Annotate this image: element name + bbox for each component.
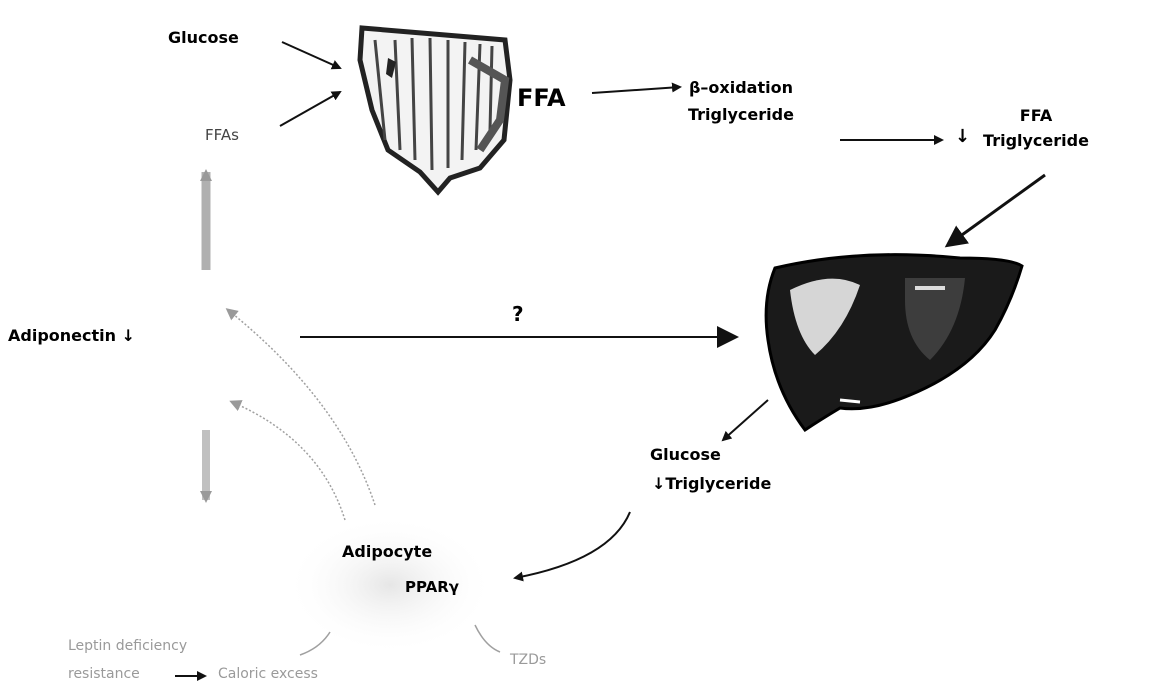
arrow-ffas-to-muscle — [280, 92, 340, 126]
adipocyte-cell — [285, 515, 495, 655]
connector-tzds — [475, 625, 500, 652]
arrow-liver-to-glucose — [723, 400, 768, 440]
label-caloric-excess: Caloric excess — [218, 666, 318, 682]
label-adipocyte: Adipocyte — [342, 542, 432, 561]
label-beta-oxidation: β–oxidation Triglyceride — [688, 74, 794, 128]
arrow-adipocyte-feedback-2 — [232, 402, 345, 520]
label-liver-glucose: Glucose — [650, 445, 721, 464]
arrow-ffa-to-beta-oxidation — [592, 87, 680, 93]
liver-icon — [766, 255, 1022, 430]
label-glucose-top: Glucose — [168, 28, 239, 47]
label-question: ? — [512, 302, 524, 326]
label-resistance: resistance — [68, 666, 140, 682]
decrease-arrow-adiponectin: ↓ — [122, 326, 135, 345]
arrow-glucose-to-muscle — [282, 42, 340, 68]
label-ffa-muscle: FFA — [517, 84, 566, 112]
label-adiponectin: Adiponectin ↓ — [8, 326, 135, 345]
decrease-arrow-liver-output: ↓ — [652, 474, 665, 493]
label-ppar-gamma: PPARγ — [405, 578, 459, 596]
arrow-ffa-to-liver — [948, 175, 1045, 245]
label-leptin-deficiency: Leptin deficiency — [68, 638, 187, 654]
arrow-triglyceride-to-adipocyte — [515, 512, 630, 578]
label-ffas: FFAs — [205, 126, 239, 144]
arrow-adipocyte-feedback-1 — [228, 310, 375, 505]
label-tzds: TZDs — [510, 652, 546, 668]
muscle-organ-icon — [360, 28, 510, 192]
label-liver-triglyceride: ↓Triglyceride — [652, 474, 771, 493]
label-ffa-triglyceride-right: FFA Triglyceride — [946, 103, 1126, 153]
